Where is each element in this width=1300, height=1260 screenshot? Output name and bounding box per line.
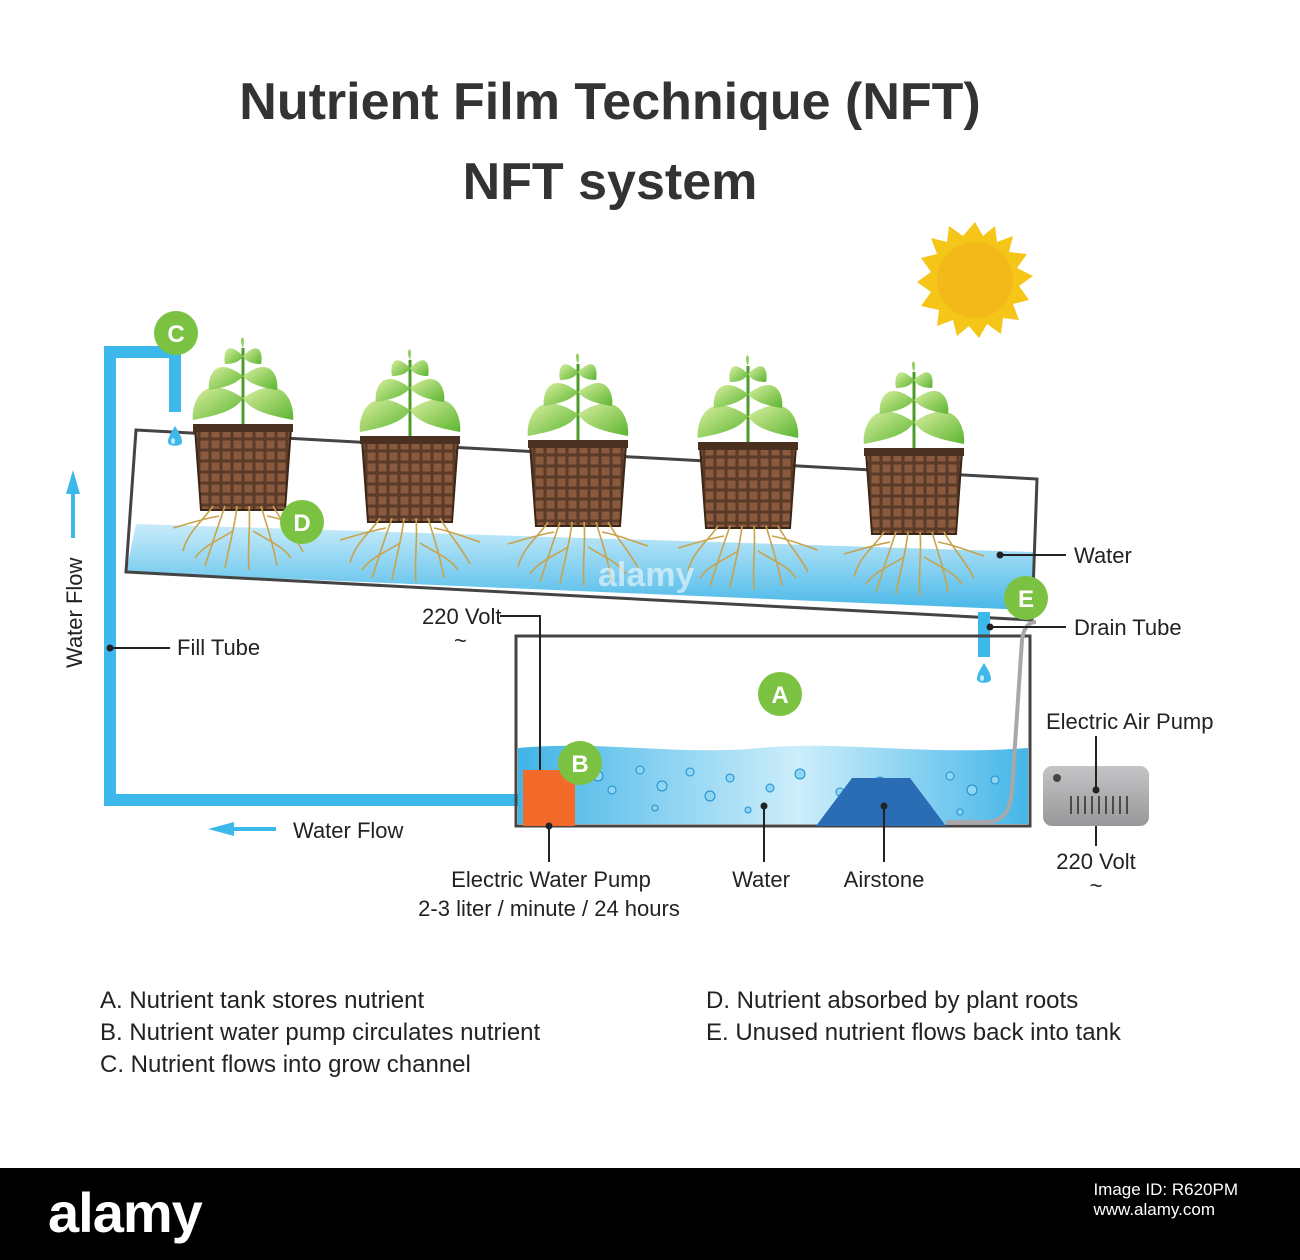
plant-icon	[526, 351, 630, 446]
electric-air-pump	[1043, 766, 1149, 826]
label-water-channel: Water	[1074, 543, 1132, 568]
legend-right: D. Nutrient absorbed by plant roots E. U…	[706, 985, 1121, 1049]
marker-d	[280, 500, 324, 544]
net-pot-icon	[527, 439, 629, 527]
label-volt-pump: 220 Volt	[422, 604, 502, 629]
net-pot-icon	[863, 447, 965, 535]
marker-b	[558, 741, 602, 785]
title-line2: NFT system	[462, 153, 758, 211]
marker-e	[1004, 576, 1048, 620]
label-electric-air-pump: Electric Air Pump	[1046, 709, 1214, 734]
airstone	[816, 778, 946, 826]
plant-icon	[696, 353, 800, 448]
legend-item-e: E. Unused nutrient flows back into tank	[706, 1019, 1121, 1046]
legend-item-a: A. Nutrient tank stores nutrient	[100, 987, 425, 1014]
net-pot-icon	[192, 423, 294, 511]
plant-icon	[191, 335, 295, 430]
plant-icon	[358, 347, 462, 442]
air-line	[946, 620, 1037, 824]
net-pot-icon	[697, 441, 799, 529]
legend-item-d: D. Nutrient absorbed by plant roots	[706, 987, 1079, 1014]
label-drain-tube: Drain Tube	[1074, 615, 1182, 640]
label-water-tank: Water	[732, 867, 790, 892]
legend-item-b: B. Nutrient water pump circulates nutrie…	[100, 1019, 541, 1046]
marker-e-label: E	[1018, 586, 1034, 613]
image-id: Image ID: R620PM	[1093, 1180, 1238, 1199]
label-electric-water-pump: Electric Water Pump	[451, 867, 651, 892]
label-water-flow-vertical: Water Flow	[62, 557, 87, 668]
watermark: alamy	[598, 556, 695, 594]
marker-a	[758, 672, 802, 716]
arrow-up-icon	[66, 470, 80, 538]
title-line1: Nutrient Film Technique (NFT)	[239, 73, 981, 131]
label-fill-tube: Fill Tube	[177, 635, 260, 660]
alamy-logo: alamy	[48, 1181, 203, 1244]
arrow-left-icon	[208, 822, 276, 836]
label-water-flow-horizontal: Water Flow	[293, 818, 404, 843]
sun-icon	[917, 222, 1033, 338]
label-pump-rate: 2-3 liter / minute / 24 hours	[418, 896, 680, 921]
marker-c-label: C	[167, 321, 184, 348]
site-url: www.alamy.com	[1093, 1200, 1215, 1219]
stock-info: Image ID: R620PM www.alamy.com	[1093, 1180, 1238, 1220]
reservoir-tank	[514, 634, 1032, 828]
water-drop-icon	[977, 663, 991, 683]
marker-a-label: A	[771, 682, 788, 709]
marker-d-label: D	[293, 510, 310, 537]
marker-b-label: B	[571, 751, 588, 778]
footer-bar	[0, 1168, 1300, 1260]
water-drop-icon	[168, 426, 182, 446]
marker-c	[154, 311, 198, 355]
legend-left: A. Nutrient tank stores nutrient B. Nutr…	[100, 985, 540, 1081]
leader-lines	[110, 554, 1097, 862]
label-volt-air: 220 Volt	[1056, 849, 1136, 874]
nft-diagram: C D E A B Water Flow Fill Tube Water Dra…	[62, 222, 1214, 921]
tilde-air: ~	[1090, 873, 1103, 898]
fill-tube	[104, 346, 520, 806]
label-airstone: Airstone	[844, 867, 925, 892]
net-pot-icon	[359, 435, 461, 523]
tilde-pump: ~	[454, 628, 467, 653]
plant-icon	[862, 359, 966, 454]
legend-item-c: C. Nutrient flows into grow channel	[100, 1051, 471, 1078]
